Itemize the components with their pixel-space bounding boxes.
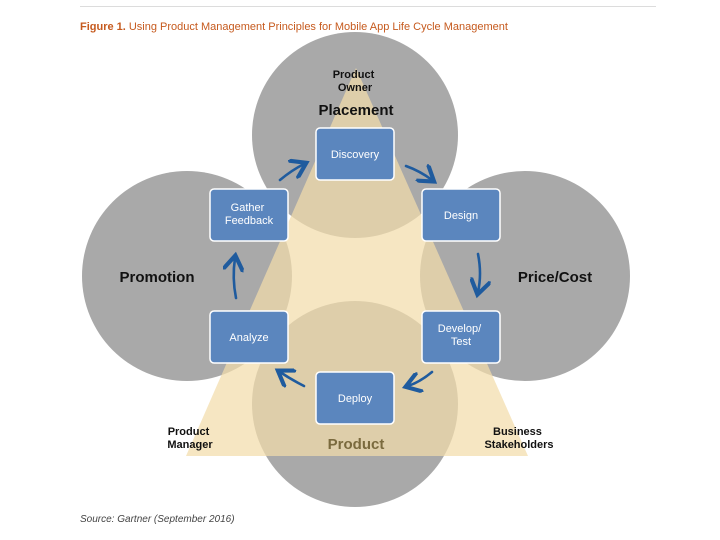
arrow-discovery-to-design	[404, 166, 432, 180]
step-label-design: Design	[444, 210, 478, 222]
figure-title: Figure 1.Using Product Management Princi…	[80, 21, 508, 33]
arrow-design-to-develop	[478, 252, 480, 292]
product-manager-line-1: Product	[168, 426, 210, 438]
step-label-develop-test-line-2: Test	[451, 336, 471, 348]
step-box-deploy	[315, 371, 395, 425]
source-note: Source: Gartner (September 2016)	[80, 514, 235, 525]
step-box-design	[421, 188, 501, 242]
product-owner-label: Product Owner	[333, 69, 378, 94]
step-label-develop-test-line-1: Develop/	[438, 323, 482, 335]
cycle-arrows	[234, 164, 480, 386]
arrow-analyze-to-feedback	[234, 258, 236, 300]
step-design: Design	[421, 188, 501, 242]
step-analyze: Analyze	[209, 310, 289, 364]
step-develop-test: Develop/ Test	[421, 310, 501, 364]
step-gather-feedback: Gather Feedback	[209, 188, 289, 242]
step-label-develop-test: Develop/ Test	[438, 323, 484, 348]
promotion-label: Promotion	[120, 269, 195, 286]
step-discovery: Discovery	[315, 127, 395, 181]
business-stakeholders-line-1: Business	[493, 426, 542, 438]
step-label-gather-feedback-line-2: Feedback	[225, 215, 274, 227]
figure-number: Figure 1.	[80, 21, 126, 33]
step-label-gather-feedback: Gather Feedback	[225, 202, 274, 227]
top-rule	[80, 6, 656, 7]
product-manager-line-2: Manager	[167, 439, 213, 451]
step-box-gather-feedback	[209, 188, 289, 242]
step-label-deploy: Deploy	[338, 393, 373, 405]
product-label: Product	[328, 436, 385, 453]
arrow-deploy-to-analyze	[280, 372, 306, 386]
step-box-develop-test	[421, 310, 501, 364]
figure-title-text: Using Product Management Principles for …	[128, 21, 508, 33]
business-stakeholders-label: Business Stakeholders	[484, 426, 553, 451]
arrow-develop-to-deploy	[408, 370, 434, 386]
arrow-feedback-to-discovery	[278, 164, 304, 182]
step-box-discovery	[315, 127, 395, 181]
step-label-gather-feedback-line-1: Gather	[231, 202, 265, 214]
product-owner-line-1: Product	[333, 69, 375, 81]
product-manager-label: Product Manager	[167, 426, 213, 451]
price-cost-label: Price/Cost	[518, 269, 592, 286]
product-owner-line-2: Owner	[338, 82, 373, 94]
step-label-discovery: Discovery	[331, 149, 380, 161]
business-stakeholders-line-2: Stakeholders	[484, 439, 553, 451]
step-box-analyze	[209, 310, 289, 364]
step-label-analyze: Analyze	[229, 332, 268, 344]
placement-label: Placement	[318, 102, 393, 119]
step-deploy: Deploy	[315, 371, 395, 425]
